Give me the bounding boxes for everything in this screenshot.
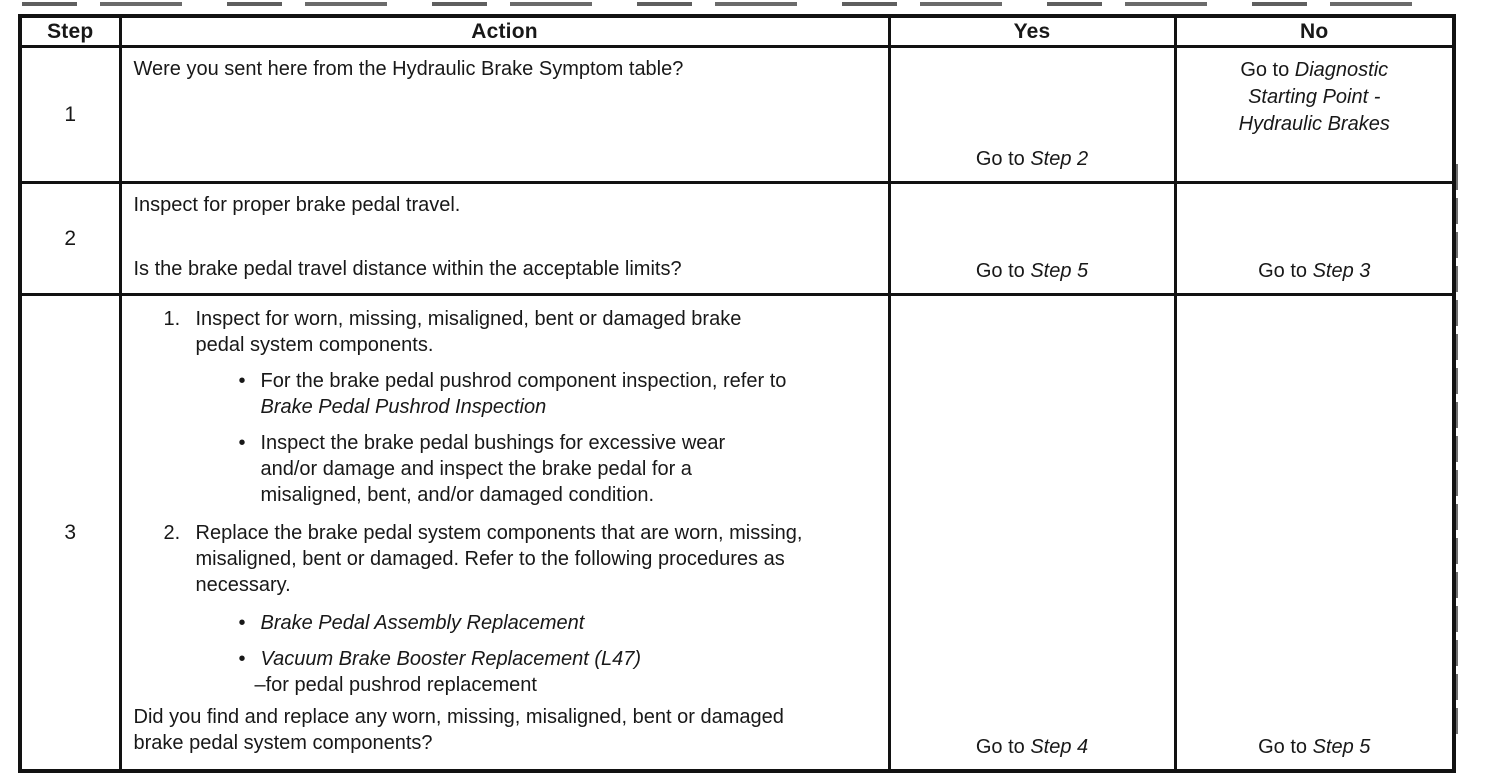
table-row-step-1: 1 Were you sent here from the Hydraulic …	[18, 45, 1456, 184]
bullet-item: • For the brake pedal pushrod component …	[239, 368, 878, 420]
goto-text: Go to	[1240, 59, 1290, 81]
diagnostic-table: Step Action Yes No 1 Were you sent here …	[18, 14, 1456, 773]
goto-reference: Step 4	[1030, 736, 1089, 758]
procedure-reference: Brake Pedal Pushrod Inspection	[260, 396, 547, 418]
goto-text: Go to	[1258, 736, 1308, 758]
goto-text: Go to	[975, 148, 1025, 170]
action-question: Is the brake pedal travel distance withi…	[133, 258, 682, 280]
yes-cell: Go to Step 5	[887, 181, 1177, 296]
goto-reference: Step 3	[1312, 260, 1371, 282]
bullet-item: • Vacuum Brake Booster Replacement (L47)…	[239, 646, 878, 698]
numbered-item-text: Replace the brake pedal system component…	[195, 522, 803, 596]
table-row-step-2: 2 Inspect for proper brake pedal travel.…	[18, 181, 1456, 296]
bullet-text: Inspect the brake pedal bushings for exc…	[260, 432, 726, 506]
yes-cell: Go to Step 4	[887, 293, 1177, 773]
goto-text: Go to	[975, 736, 1025, 758]
col-header-action: Action	[118, 14, 891, 48]
procedure-note: –for pedal pushrod replacement	[254, 674, 537, 696]
numbered-item: 1. Inspect for worn, missing, misaligned…	[164, 306, 878, 358]
goto-reference: Diagnostic Starting Point - Hydraulic Br…	[1238, 59, 1390, 135]
action-cell: Inspect for proper brake pedal travel. I…	[118, 181, 891, 296]
procedure-reference: Brake Pedal Assembly Replacement	[260, 612, 585, 634]
bullet-icon: •	[238, 432, 246, 454]
goto-text: Go to	[1258, 260, 1308, 282]
list-number: 1.	[163, 308, 181, 330]
bullet-text: Vacuum Brake Booster Replacement (L47) –…	[255, 646, 642, 698]
col-header-yes: Yes	[887, 14, 1177, 48]
no-cell: Go to Diagnostic Starting Point - Hydrau…	[1173, 45, 1456, 184]
goto-text: Go to	[975, 260, 1025, 282]
no-cell: Go to Step 3	[1173, 181, 1456, 296]
goto-wrap: Go to Diagnostic Starting Point - Hydrau…	[1224, 57, 1404, 138]
goto-reference: Step 5	[1030, 260, 1089, 282]
action-cell: 1. Inspect for worn, missing, misaligned…	[118, 293, 891, 773]
bullet-item: • Inspect the brake pedal bushings for e…	[239, 430, 878, 508]
col-header-no: No	[1173, 14, 1456, 48]
bullet-text: For the brake pedal pushrod component in…	[260, 370, 787, 418]
bullet-icon: •	[238, 648, 246, 670]
header-row: Step Action Yes No	[18, 14, 1456, 48]
bullet-icon: •	[238, 370, 246, 392]
step-number: 2	[18, 181, 122, 296]
goto-reference: Step 5	[1312, 736, 1371, 758]
action-question: Did you find and replace any worn, missi…	[133, 706, 784, 754]
bullet-item: • Brake Pedal Assembly Replacement	[239, 610, 878, 636]
action-instruction: Inspect for proper brake pedal travel.	[133, 194, 461, 216]
step-number: 3	[18, 293, 122, 773]
procedure-reference: Vacuum Brake Booster Replacement (L47)	[260, 648, 642, 670]
numbered-item: 2. Replace the brake pedal system compon…	[164, 520, 878, 598]
numbered-item-text: Inspect for worn, missing, misaligned, b…	[195, 308, 742, 356]
scan-artifact-top-edge	[22, 2, 1452, 6]
scan-artifact-right-edge	[1456, 160, 1458, 734]
yes-cell: Go to Step 2	[887, 45, 1177, 184]
col-header-step: Step	[18, 14, 122, 48]
goto-reference: Step 2	[1030, 148, 1089, 170]
no-cell: Go to Step 5	[1173, 293, 1456, 773]
action-cell: Were you sent here from the Hydraulic Br…	[118, 45, 891, 184]
bullet-text: Brake Pedal Assembly Replacement	[261, 610, 585, 636]
table-row-step-3: 3 1. Inspect for worn, missing, misalign…	[18, 293, 1456, 773]
step-number: 1	[18, 45, 122, 184]
action-question: Were you sent here from the Hydraulic Br…	[133, 58, 684, 80]
list-number: 2.	[163, 522, 181, 544]
bullet-icon: •	[238, 612, 246, 634]
